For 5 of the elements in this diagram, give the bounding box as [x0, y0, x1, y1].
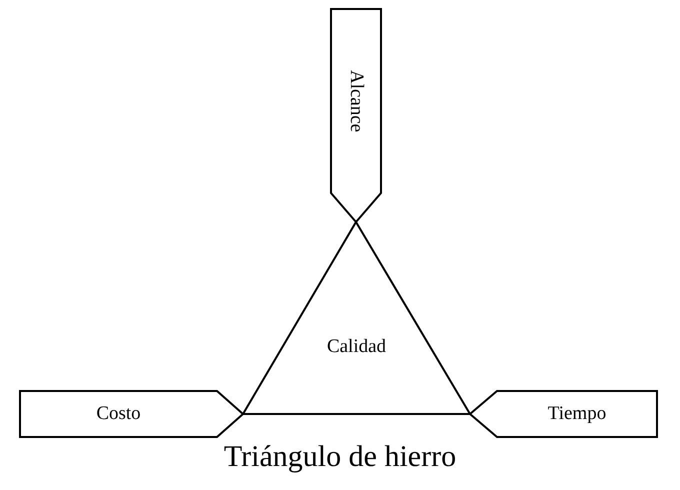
- caption: Triángulo de hierro: [222, 440, 458, 474]
- node-label: Tiempo: [548, 403, 606, 425]
- node-label: Calidad: [326, 336, 386, 358]
- node-label: Costo: [96, 403, 141, 425]
- node-label: Alcance: [345, 70, 367, 132]
